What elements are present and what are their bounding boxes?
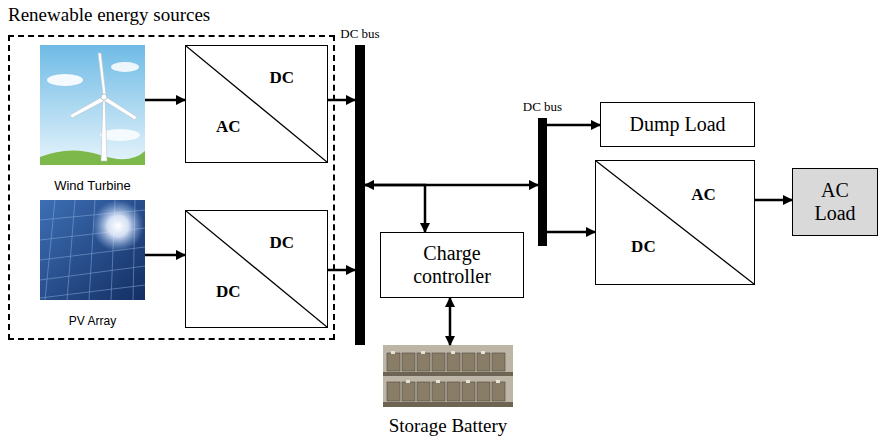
ac-load-box: AC Load [792,168,878,236]
box-label: AC Load [807,179,863,225]
source-group: Renewable energy sourcesWind TurbineDCAC… [8,35,335,340]
power-flow-arrow [547,124,600,127]
picture-caption: PV Array [69,314,116,328]
bus-label: DC bus [523,99,562,115]
battery-picture [383,345,513,407]
pv-array-picture [40,200,145,300]
power-flow-arrow [365,185,425,232]
picture-caption: Wind Turbine [54,178,131,193]
port-label: DC [270,68,295,88]
converter-diagonal [186,211,327,327]
port-label: DC [270,233,295,253]
dump-load-box: Dump Load [600,102,755,147]
inverter-box: AC DC [595,160,755,285]
power-flow-arrow [145,254,185,257]
picture-caption: Storage Battery [389,415,508,437]
controller-box: Charge controller [380,232,524,298]
dc-bus-bar: DC bus [355,45,365,345]
port-label: DC [631,237,656,257]
converter-diagonal [596,161,754,284]
power-flow-arrow [449,298,452,345]
port-label: DC [216,282,241,302]
port-label: AC [216,117,241,137]
pv-array: PV Array [40,200,145,328]
power-flow-arrow [547,231,595,234]
box-label: Charge controller [385,242,519,288]
power-flow-arrow [328,269,355,272]
group-heading: Renewable energy sources [8,4,210,26]
wind-turbine: Wind Turbine [40,45,145,193]
dc-converter-box: DC DC [185,210,328,328]
bus-label: DC bus [340,26,379,42]
dc-bus-bar: DC bus [538,118,547,246]
power-flow-arrow [328,99,355,102]
rectifier-box: DC AC [185,45,328,163]
power-flow-arrow [755,199,792,202]
wind-turbine-picture [40,45,145,165]
converter-diagonal [186,46,327,162]
power-flow-arrow [145,99,185,102]
box-label: Dump Load [629,113,725,136]
storage-battery: Storage Battery [383,345,513,437]
port-label: AC [691,185,716,205]
